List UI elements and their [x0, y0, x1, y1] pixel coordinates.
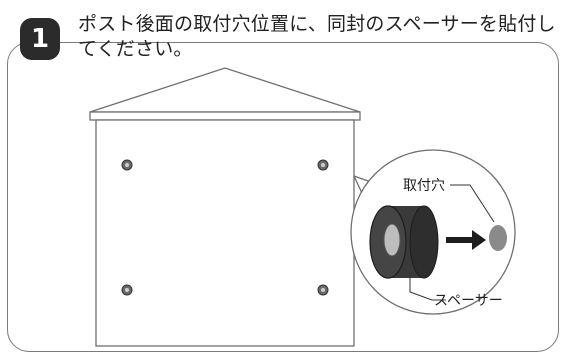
magnified-mounting-hole: [489, 225, 507, 251]
spacer-label: スペーサー: [434, 293, 503, 309]
hole-label-leader: [450, 184, 495, 223]
spacer-part: [369, 205, 439, 279]
mailbox-roof-eave: [89, 111, 361, 121]
mailbox-back-panel: [95, 119, 355, 347]
mounting-hole-bottom-left: [121, 284, 133, 296]
arrow-right-icon: [446, 230, 486, 250]
step-instruction-text: ポスト後面の取付穴位置に、同封のスペーサーを貼付してください。: [78, 13, 556, 60]
mailbox-roof: [89, 67, 361, 113]
step-number-badge: 1: [20, 18, 60, 60]
hole-label: 取付穴: [403, 178, 445, 194]
spacer-label-leader: [409, 272, 446, 301]
mounting-hole-bottom-right: [317, 284, 329, 296]
mounting-hole-top-left: [121, 159, 133, 171]
mounting-hole-top-right: [317, 159, 329, 171]
